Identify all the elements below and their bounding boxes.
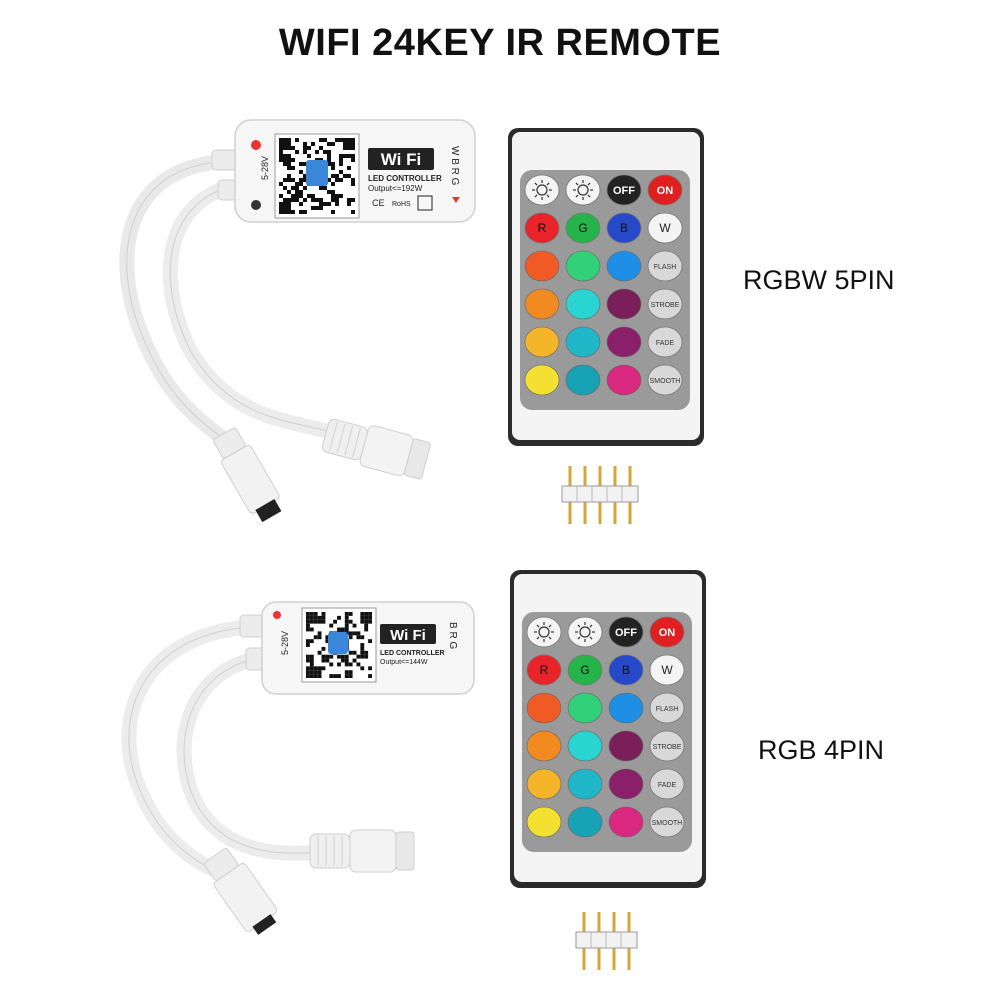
color-key-g[interactable] [565,212,601,244]
wifi-controller-top: 5-28V Wi Fi LED CONTROLLER Output<=192W … [119,119,476,523]
cert-mark: RoHS [392,201,411,208]
flash-label: FLASH [654,264,677,271]
color-key[interactable] [565,326,601,358]
color-key[interactable] [606,364,642,396]
pin-connector [213,427,282,523]
color-key[interactable] [608,730,644,762]
variant-label-rgb: RGB 4PIN [758,735,885,765]
flash-button[interactable] [649,692,685,724]
voltage-label: 5-28V [260,156,270,180]
smooth-label: SMOOTH [652,820,683,827]
on-label: ON [659,627,676,639]
color-key[interactable] [526,768,562,800]
on-button[interactable] [647,174,683,206]
color-key-r[interactable] [526,654,562,686]
strobe-label: STROBE [651,302,680,309]
ir-remote-top: OFF ON R G B W FLASH STROBE FADE SMOOTH [508,128,704,446]
color-key[interactable] [567,806,603,838]
color-key[interactable] [565,288,601,320]
variant-label-rgbw: RGBW 5PIN [743,265,895,295]
color-key[interactable] [608,806,644,838]
color-key[interactable] [608,692,644,724]
brightness-down-button[interactable] [524,174,560,206]
qr-code [274,133,360,219]
strobe-button[interactable] [649,730,685,762]
color-key-r[interactable] [524,212,560,244]
color-key[interactable] [524,326,560,358]
color-key[interactable] [524,364,560,396]
color-key-b[interactable] [608,654,644,686]
color-key[interactable] [606,288,642,320]
smooth-label: SMOOTH [650,378,681,385]
color-key-b[interactable] [606,212,642,244]
color-key[interactable] [608,768,644,800]
qr-code [301,607,377,683]
color-key[interactable] [526,692,562,724]
pin-header-4 [575,912,638,970]
wifi-badge: Wi Fi [381,150,421,169]
color-key[interactable] [524,250,560,282]
cert-mark: CE [372,198,385,208]
color-key-label: W [659,221,671,235]
off-button[interactable] [606,174,642,206]
on-label: ON [657,185,674,197]
wifi-controller-bottom: 5-28V Wi Fi LED CONTROLLER Output<=144W … [121,601,475,935]
color-key[interactable] [606,250,642,282]
color-key-label: R [540,663,549,677]
fade-label: FADE [656,340,675,347]
wifi-badge: Wi Fi [390,627,426,644]
color-key[interactable] [567,730,603,762]
smooth-button[interactable] [649,806,685,838]
brightness-up-button[interactable] [565,174,601,206]
color-key-label: W [661,663,673,677]
controller-line1: LED CONTROLLER [380,650,445,657]
controller-line1: LED CONTROLLER [368,174,442,183]
flash-label: FLASH [656,706,679,713]
cable [162,182,338,440]
color-key-label: G [580,663,589,677]
on-button[interactable] [649,616,685,648]
dc-jack [322,418,431,480]
strobe-label: STROBE [653,744,682,751]
brightness-down-button[interactable] [526,616,562,648]
color-key-g[interactable] [567,654,603,686]
strobe-button[interactable] [647,288,683,320]
color-key[interactable] [565,250,601,282]
pin-connector [204,848,278,935]
side-pin-label: B R G [447,622,458,649]
color-key-label: G [578,221,587,235]
controller-line2: Output<=192W [368,184,423,193]
color-key[interactable] [567,768,603,800]
voltage-label: 5-28V [280,631,290,655]
fade-button[interactable] [647,326,683,358]
flash-button[interactable] [647,250,683,282]
controller-line2: Output<=144W [380,659,428,666]
color-key-w[interactable] [649,654,685,686]
ir-remote-bottom: OFF ON R G B W FLASH STROBE FADE SMOOTH [510,570,706,888]
off-label: OFF [615,627,637,639]
pin-header-5 [561,466,639,524]
color-key[interactable] [565,364,601,396]
color-key[interactable] [606,326,642,358]
color-key[interactable] [567,692,603,724]
dc-jack [309,829,415,873]
fade-button[interactable] [649,768,685,800]
brightness-up-button[interactable] [567,616,603,648]
color-key-label: B [620,221,628,235]
off-label: OFF [613,185,635,197]
color-key-w[interactable] [647,212,683,244]
off-button[interactable] [608,616,644,648]
color-key[interactable] [526,806,562,838]
color-key[interactable] [524,288,560,320]
side-pin-label: W B R G [449,146,460,186]
color-key[interactable] [526,730,562,762]
color-key-label: B [622,663,630,677]
color-key-label: R [538,221,547,235]
fade-label: FADE [658,782,677,789]
smooth-button[interactable] [647,364,683,396]
page-title: WIFI 24KEY IR REMOTE [278,22,722,64]
